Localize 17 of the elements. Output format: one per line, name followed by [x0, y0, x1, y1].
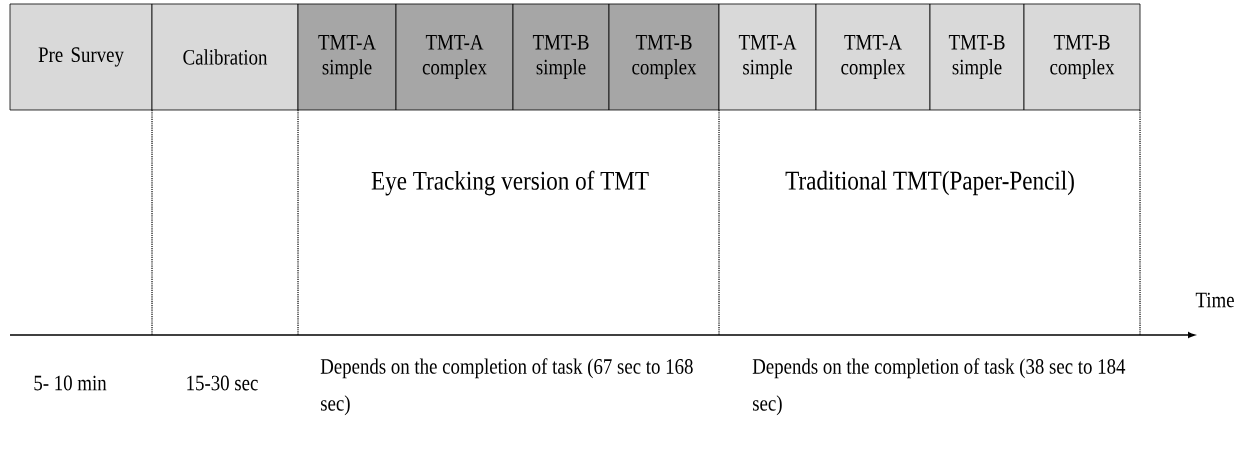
stage-box: TMT-B simple: [512, 3, 610, 111]
duration-label: Depends on the completion of task (67 sec to 168 sec): [320, 358, 693, 416]
phase-label: Traditional TMT(Paper-Pencil): [785, 170, 1074, 196]
duration-label: 15-30 sec: [187, 375, 258, 391]
stage-box: TMT-B simple: [929, 3, 1025, 111]
stage-box: TMT-A complex: [815, 3, 931, 111]
stage-box: TMT-B complex: [608, 3, 720, 111]
stage-box: TMT-B complex: [1023, 3, 1141, 111]
stage-box: Calibration: [151, 3, 299, 111]
axis-label: Time: [1195, 292, 1234, 308]
stage-box: TMT-A simple: [297, 3, 397, 111]
phase-label: Eye Tracking version of TMT: [371, 170, 649, 196]
stage-box: TMT-A simple: [718, 3, 817, 111]
duration-label: Depends on the completion of task (38 sec to 184 sec): [752, 358, 1126, 416]
stage-box: Pre Survey: [9, 3, 153, 111]
duration-label: 5- 10 min: [34, 375, 107, 391]
stage-box: TMT-A complex: [395, 3, 514, 111]
